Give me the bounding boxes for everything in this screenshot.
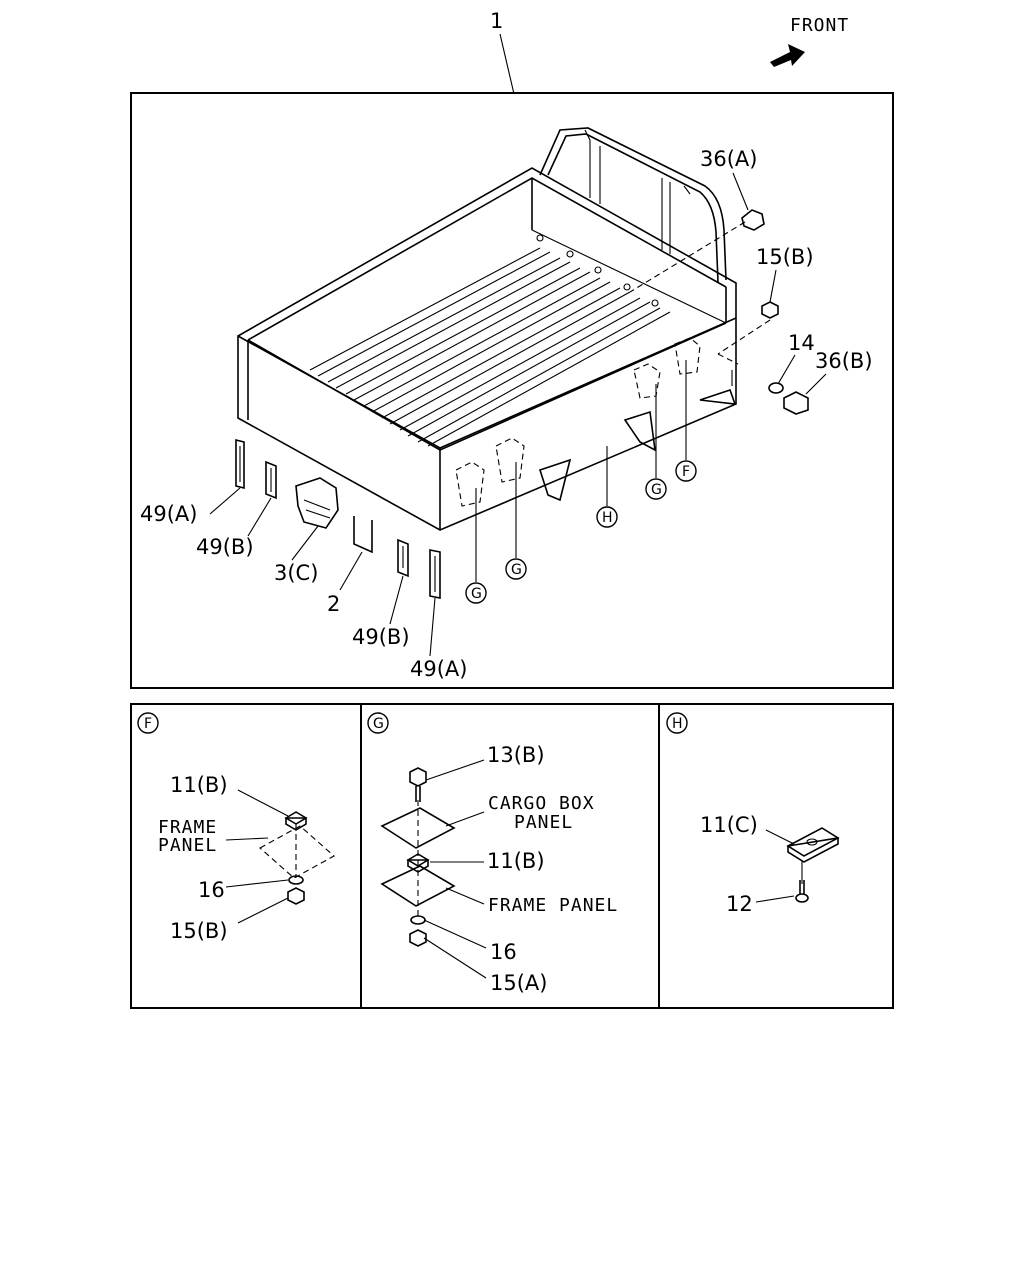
leader-2 [339, 551, 363, 591]
detail-h-callout-12: 12 [726, 892, 753, 916]
callout-49a-left: 49(A) [140, 502, 197, 526]
detail-h: H 11(C) 12 [666, 712, 840, 916]
detail-g-cargo-label-2: PANEL [514, 812, 573, 833]
detail-h-leader-11c [765, 829, 795, 845]
detail-f-leader-frame [225, 837, 269, 841]
detail-panels-frame [130, 703, 894, 1009]
detail-f-leader-16 [225, 879, 289, 888]
callout-36a: 36(A) [700, 147, 757, 171]
callout-14: 14 [788, 331, 815, 355]
detail-g: G 13(B) CARGO BOX PANEL 11(B) FRAME PANE… [367, 712, 618, 995]
plate-49a-right-icon [429, 549, 441, 599]
bolt-12-icon [795, 880, 809, 903]
hinge-3c-icon [295, 477, 339, 529]
washer-g-icon [410, 915, 426, 925]
detail-g-callout-13b: 13(B) [487, 743, 545, 767]
detail-g-marker-text: G [373, 716, 384, 732]
detail-h-marker [666, 712, 688, 734]
leader-49b-left [247, 497, 272, 537]
detail-g-leader-13b [425, 759, 485, 781]
marker-g3 [645, 478, 667, 500]
detail-g-callout-16: 16 [490, 940, 517, 964]
detail-f-frame-label-2: PANEL [158, 835, 217, 856]
detail-g-frame-label: FRAME PANEL [488, 895, 618, 916]
detail-g-leader-15a [423, 937, 487, 979]
bolt-36b-icon [783, 391, 809, 415]
detail-g-callout-15a: 15(A) [490, 971, 547, 995]
detail-f-callout-15b: 15(B) [170, 919, 228, 943]
square-washer-side [285, 817, 307, 831]
cargo-box-panel-plate [380, 807, 456, 849]
nut-icon [287, 887, 305, 905]
marker-h-text: H [602, 510, 613, 526]
main-view-frame [130, 92, 894, 689]
nut-g-icon [409, 929, 427, 947]
detail-f-marker [137, 712, 159, 734]
callout-15b: 15(B) [756, 245, 814, 269]
marker-g1 [465, 582, 487, 604]
nut-15b-icon [761, 301, 779, 319]
frame-panel-plate [259, 825, 335, 879]
detail-g-callout-11b: 11(B) [487, 849, 545, 873]
detail-g-leader-frame [445, 887, 485, 905]
marker-f-text: F [682, 464, 690, 480]
bolt-13b-icon [409, 767, 427, 802]
detail-f-callout-11b: 11(B) [170, 773, 228, 797]
assembly-leader [499, 33, 515, 95]
leader-49a-right [429, 597, 436, 657]
front-arrow-icon [770, 44, 805, 67]
plate-11c-icon [786, 827, 840, 863]
callout-49b-right: 49(B) [352, 625, 410, 649]
detail-g-leader-cargo [445, 811, 485, 827]
assembly-number: 1 [490, 9, 503, 33]
leader-3c [291, 525, 319, 561]
leader-49b-right [389, 575, 404, 625]
detail-f-callout-16: 16 [198, 878, 225, 902]
detail-f-frame-label-1: FRAME [158, 817, 217, 838]
detail-f-leader-11b [237, 789, 289, 817]
leader-36b [805, 373, 827, 395]
plate-49b-left-icon [265, 460, 277, 500]
marker-g2 [505, 558, 527, 580]
floor-slats [309, 247, 671, 447]
detail-h-callout-11c: 11(C) [700, 813, 758, 837]
detail-f-marker-text: F [144, 716, 152, 732]
marker-g1-text: G [471, 586, 482, 602]
frame-panel-g-plate [380, 865, 456, 907]
leader-14 [777, 354, 796, 385]
callout-2: 2 [327, 592, 340, 616]
detail-f-leader-15b [237, 897, 289, 924]
square-washer-g-side [407, 859, 429, 873]
callout-3c: 3(C) [274, 561, 318, 585]
leader-36a [732, 172, 749, 211]
marker-h [596, 506, 618, 528]
detail-g-marker [367, 712, 389, 734]
callout-49a-right: 49(A) [410, 657, 467, 681]
detail-f: F 11(B) FRAME PANEL 16 15(B) [137, 712, 335, 943]
cargo-box-illustration [237, 127, 771, 531]
detail-g-leader-16 [423, 919, 487, 949]
marker-g2-text: G [511, 562, 522, 578]
washer-icon [288, 875, 304, 885]
callout-36b: 36(B) [815, 349, 873, 373]
leader-49a-left [209, 487, 241, 515]
marker-f [675, 460, 697, 482]
marker-g3-text: G [651, 482, 662, 498]
detail-g-cargo-label-1: CARGO BOX [488, 793, 595, 814]
bracket-2-icon [353, 516, 373, 554]
front-label: FRONT [790, 15, 849, 36]
bolt-36a-icon [741, 209, 765, 231]
leader-15b [769, 269, 777, 303]
washer-14-icon [768, 382, 784, 394]
callout-49b-left: 49(B) [196, 535, 254, 559]
plate-49a-left-icon [235, 438, 245, 490]
plate-49b-right-icon [397, 538, 409, 578]
detail-h-leader-12 [755, 895, 795, 903]
detail-h-marker-text: H [672, 716, 683, 732]
